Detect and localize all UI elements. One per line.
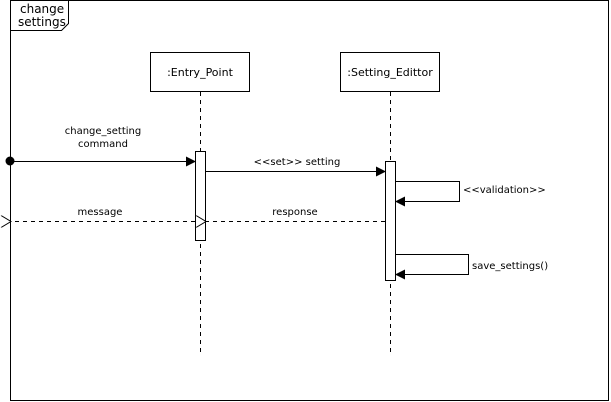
frame-label-tab (10, 0, 69, 31)
message-change-setting-command-label-line1: change_setting (65, 126, 141, 137)
activation-entry-point (195, 151, 206, 241)
message-response-label: response (272, 207, 317, 218)
activation-setting-editor (385, 161, 396, 281)
message-set-setting[interactable]: <<set>> setting (206, 157, 386, 177)
message-message[interactable]: message (11, 207, 195, 222)
message-change-setting-command[interactable]: change_setting command (5, 126, 196, 167)
message-change-setting-command-label-line2: command (78, 139, 128, 150)
lifeline-entry-point-box[interactable] (150, 52, 250, 92)
lifeline-setting-editor-box[interactable] (340, 52, 440, 92)
message-save-settings[interactable]: save_settings() (395, 254, 548, 280)
message-set-setting-label: <<set>> setting (254, 157, 341, 168)
frame-label-line1: change (20, 2, 64, 16)
message-message-label: message (78, 207, 123, 218)
message-validation[interactable]: <<validation>> (395, 181, 546, 207)
message-response[interactable]: response (206, 207, 385, 222)
lifeline-setting-editor-label: :Setting_Edittor (347, 66, 433, 79)
message-validation-arrow[interactable] (395, 181, 460, 207)
interaction-frame (10, 0, 609, 401)
message-save-settings-label: save_settings() (472, 261, 548, 272)
lifeline-setting-editor[interactable]: :Setting_Edittor (340, 52, 440, 92)
frame-label-line2: settings (18, 15, 66, 29)
lifeline-entry-point[interactable]: :Entry_Point (150, 52, 250, 92)
lifeline-entry-point-label: :Entry_Point (167, 66, 233, 79)
message-save-settings-arrow[interactable] (395, 254, 469, 280)
message-validation-label: <<validation>> (463, 185, 546, 196)
